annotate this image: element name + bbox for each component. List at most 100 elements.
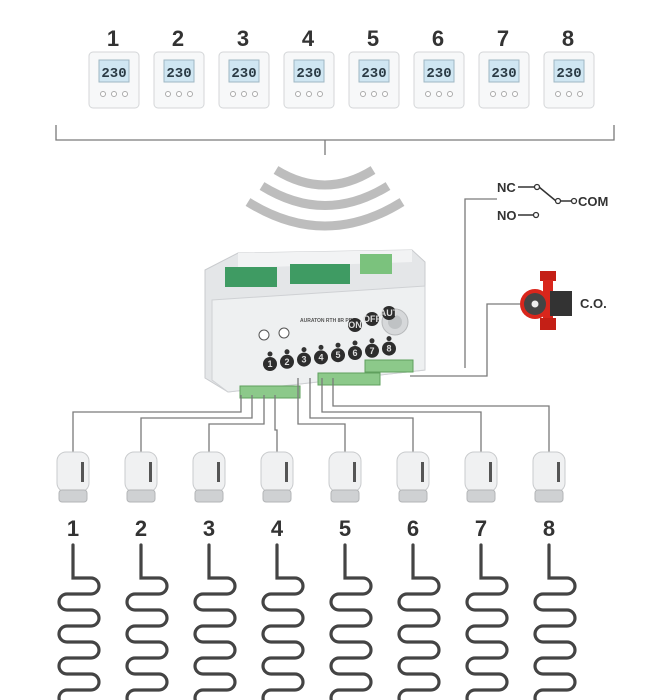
circulation-pump: C.O.: [520, 271, 607, 330]
thermostat-temperature: 230: [491, 66, 516, 82]
zone-button[interactable]: 2: [280, 349, 294, 369]
thermostat-display: [488, 59, 520, 83]
thermal-actuator: 5: [328, 451, 373, 700]
actuator-label: 1: [67, 516, 79, 541]
thermostat-label: 8: [562, 26, 574, 51]
terminal-block: [239, 385, 301, 399]
actuator-label: 6: [407, 516, 419, 541]
actuator-label: 2: [135, 516, 147, 541]
actuator-row: 1 2 3 4 5 6 7 8: [56, 451, 577, 700]
thermostat-label: 3: [237, 26, 249, 51]
actuator-wire: [72, 395, 242, 452]
mode-button[interactable]: AUT: [380, 306, 399, 320]
thermostat-temperature: 230: [556, 66, 581, 82]
thermal-actuator: 4: [260, 451, 305, 700]
thermostat-label: 2: [172, 26, 184, 51]
thermostat-display: [293, 59, 325, 83]
thermostat: 2 230: [153, 26, 205, 109]
thermal-actuator: 3: [192, 451, 237, 700]
actuator-wires: [72, 378, 550, 452]
thermostat-display: [358, 59, 390, 83]
thermal-actuator: 1: [56, 451, 101, 700]
mode-button[interactable]: OFF: [363, 312, 381, 326]
thermal-actuator: 8: [532, 451, 577, 700]
terminal-block: [317, 372, 381, 386]
pump-label: C.O.: [580, 296, 607, 311]
heating-loop: [193, 543, 237, 700]
actuator-wire: [274, 395, 278, 452]
heating-loop: [329, 543, 373, 700]
zone-button[interactable]: 1: [263, 351, 277, 372]
actuator-wire: [309, 378, 414, 452]
relay-com-label: COM: [578, 194, 608, 209]
zone-button-label: 2: [284, 357, 289, 367]
pump-wire: [410, 303, 520, 377]
actuator-label: 5: [339, 516, 351, 541]
zone-button[interactable]: 5: [331, 342, 345, 363]
zone-button-label: 1: [267, 359, 272, 369]
thermal-actuator: 2: [124, 451, 169, 700]
actuator-wire: [140, 395, 253, 452]
mode-button-label: OFF: [363, 314, 381, 324]
thermostat-temperature: 230: [231, 66, 256, 82]
actuator-label: 8: [543, 516, 555, 541]
thermostat-label: 4: [302, 26, 315, 51]
actuator-wire: [332, 378, 550, 452]
zone-button[interactable]: 6: [348, 340, 362, 361]
zone-button-label: 4: [318, 352, 323, 362]
zone-button[interactable]: 3: [297, 347, 311, 367]
actuator-wire: [208, 395, 265, 452]
actuator-wire: [297, 378, 346, 452]
terminal-blocks: [239, 359, 414, 399]
wireless-signal-icon: [245, 166, 405, 231]
actuator-label: 3: [203, 516, 215, 541]
zone-button-label: 3: [301, 355, 306, 365]
relay-nc-label: NC: [497, 180, 516, 195]
heating-loop: [533, 543, 577, 700]
thermostat-label: 5: [367, 26, 379, 51]
thermostat-display: [423, 59, 455, 83]
heating-loop: [397, 543, 441, 700]
zone-button[interactable]: 4: [314, 344, 328, 365]
heating-loop: [465, 543, 509, 700]
thermostat-label: 7: [497, 26, 509, 51]
mode-button[interactable]: ON: [348, 318, 362, 332]
thermostat-display: [553, 59, 585, 83]
heating-loop: [125, 543, 169, 700]
thermostat: 8 230: [543, 26, 595, 109]
zone-button[interactable]: 8: [382, 336, 396, 356]
actuator-label: 7: [475, 516, 487, 541]
thermostat-label: 1: [107, 26, 119, 51]
controller-model-label: AURATON RTH 8R PRO: [300, 318, 356, 324]
thermostat: 5 230: [348, 26, 400, 109]
thermostat-temperature: 230: [166, 66, 191, 82]
thermostat-display: [228, 59, 260, 83]
thermostat: 7 230: [478, 26, 530, 109]
mode-button-label: AUT: [380, 308, 399, 318]
zone-button[interactable]: 7: [365, 338, 379, 358]
thermostat: 1 230: [88, 26, 140, 109]
relay-no-label: NO: [497, 208, 517, 223]
thermostat-temperature: 230: [361, 66, 386, 82]
zone-button-label: 7: [369, 346, 374, 356]
heating-loop: [261, 543, 305, 700]
thermal-actuator: 6: [396, 451, 441, 700]
thermostat: 3 230: [218, 26, 270, 109]
mode-button-label: ON: [348, 320, 362, 330]
thermostat-temperature: 230: [101, 66, 126, 82]
relay-wire: [464, 198, 497, 368]
actuator-label: 4: [271, 516, 284, 541]
actuator-wire: [321, 378, 482, 452]
thermostat-display: [163, 59, 195, 83]
terminal-block: [364, 359, 414, 373]
heating-loop: [57, 543, 101, 700]
relay-switch: NC NO COM: [497, 180, 608, 223]
thermal-actuator: 7: [464, 451, 509, 700]
thermostat-label: 6: [432, 26, 444, 51]
